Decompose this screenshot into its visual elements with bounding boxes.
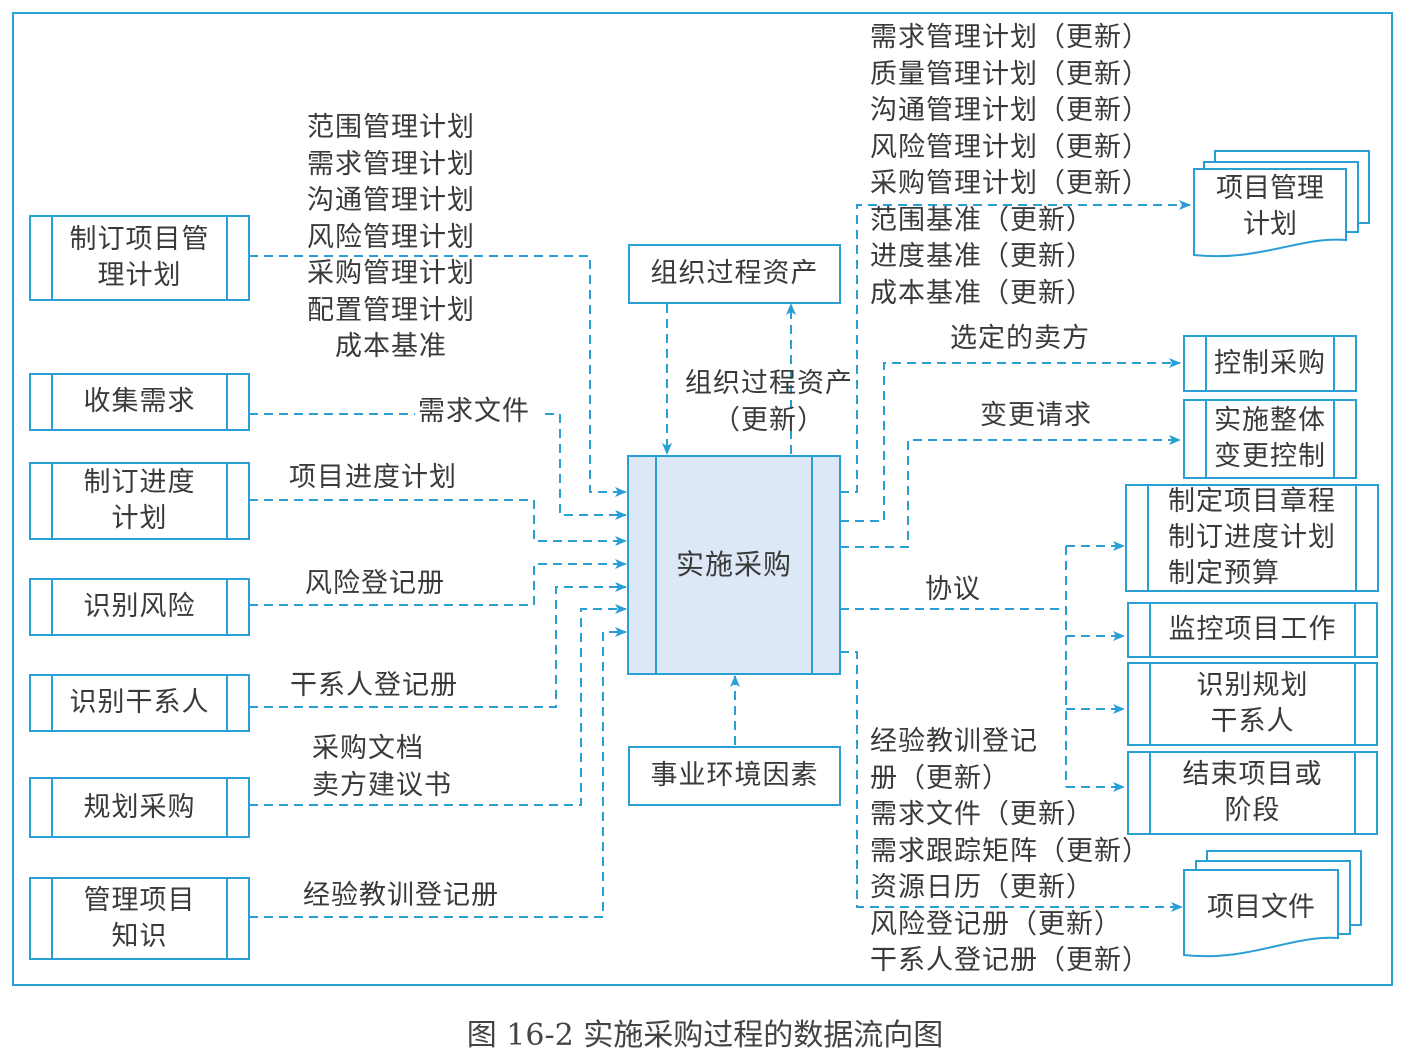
box-enterprise-env-factors[interactable]: 事业环境因素 [628,746,841,806]
label-opa-updates: 组织过程资产 （更新） [685,368,853,436]
process-box-identify-stakeholders[interactable]: 识别干系人 [29,674,250,732]
process-label: 监控项目工作 [1168,614,1337,645]
process-label: 规划采购 [83,791,196,823]
process-box-integrated-change-control[interactable]: 实施整体 变更控制 [1183,399,1357,479]
output-label-project-doc-updates: 经验教训登记 册（更新） 需求文件（更新） 需求跟踪矩阵（更新） 资源日历（更新… [870,726,1150,976]
process-label: 结束项目或 阶段 [1182,759,1323,826]
output-label-change-requests: 变更请求 [980,400,1092,431]
project-docs-icon [1183,850,1362,958]
input-label-schedule: 项目进度计划 [289,462,457,493]
process-box-monitor-control-work[interactable]: 监控项目工作 [1127,602,1378,658]
connector-risk-register [249,559,627,606]
connector-schedule [249,499,627,546]
connector-stakeholder-register [249,582,627,708]
doc-label: 项目文件 [1207,892,1315,923]
connector-change-requests [840,435,1181,548]
process-box-control-procurements[interactable]: 控制采购 [1183,335,1357,392]
process-label: 识别干系人 [69,687,210,718]
input-label-risk-register: 风险登记册 [305,568,445,599]
input-label-lessons-learned: 经验教训登记册 [303,880,499,911]
process-box-charter-schedule-budget[interactable]: 制定项目章程 制订进度计划 制定预算 [1125,484,1379,592]
process-label: 制订项目管 理计划 [69,224,210,291]
process-box-develop-pm-plan[interactable]: 制订项目管 理计划 [29,215,250,301]
connector-pm-plan-updates [840,200,1191,493]
central-process-conduct-procurements[interactable]: 实施采购 [627,455,841,675]
pm-plan-doc-icon [1193,150,1370,258]
process-label: 制订进度 计划 [83,467,196,534]
figure-caption: 图 16-2 实施采购过程的数据流向图 [466,1018,944,1053]
output-label-selected-sellers: 选定的卖方 [950,323,1090,354]
connector-selected-sellers [840,358,1181,522]
diagram-frame [12,12,1393,986]
process-label: 管理项目 知识 [83,884,196,952]
process-label: 收集需求 [83,386,196,417]
connector-requirements-doc [249,413,626,515]
box-org-process-assets[interactable]: 组织过程资产 [628,244,841,304]
box-label: 事业环境因素 [650,760,819,791]
process-box-collect-requirements[interactable]: 收集需求 [29,373,250,431]
output-doc-pm-plan[interactable]: 项目管理 计划 [1194,169,1346,249]
process-box-develop-schedule[interactable]: 制订进度 计划 [29,462,250,540]
input-label-stakeholder-register: 干系人登记册 [290,670,458,701]
process-label: 实施整体 变更控制 [1214,405,1326,472]
input-label-requirements-doc: 需求文件 [418,394,530,431]
output-doc-project-docs[interactable]: 项目文件 [1184,870,1338,950]
doc-label: 项目管理 计划 [1216,173,1324,240]
central-process-label: 实施采购 [675,548,792,581]
process-label: 制定项目章程 制订进度计划 制定预算 [1168,486,1336,589]
process-label: 识别规划 干系人 [1196,670,1309,737]
process-box-close-project[interactable]: 结束项目或 阶段 [1127,751,1378,835]
process-box-plan-procurement[interactable]: 规划采购 [29,777,250,838]
output-label-pm-plan-updates: 需求管理计划（更新） 质量管理计划（更新） 沟通管理计划（更新） 风险管理计划（… [870,22,1150,309]
process-label: 控制采购 [1214,347,1326,379]
connector-procurement-docs [249,604,627,806]
output-label-agreements: 协议 [925,574,981,605]
process-box-identify-stakeholders-out[interactable]: 识别规划 干系人 [1127,662,1378,746]
input-label-procurement-docs: 采购文档 卖方建议书 [312,733,452,801]
connector-lessons-learned [249,627,627,918]
process-box-manage-knowledge[interactable]: 管理项目 知识 [29,877,250,960]
connector-project-docs [840,651,1183,912]
input-label-pm-plan-components: 范围管理计划 需求管理计划 沟通管理计划 风险管理计划 采购管理计划 配置管理计… [307,112,475,362]
connector-pm-plan-input [249,255,627,497]
process-box-identify-risks[interactable]: 识别风险 [29,578,250,636]
box-label: 组织过程资产 [650,258,819,289]
process-label: 识别风险 [83,591,196,622]
